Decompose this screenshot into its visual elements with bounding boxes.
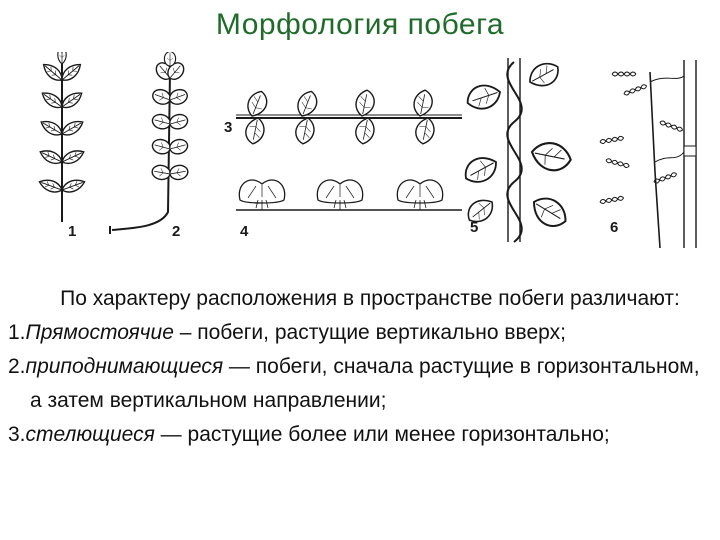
shoot-3-creeping: 3 (224, 87, 462, 147)
shoot-2-ascending: 2 (109, 51, 191, 240)
shoot-types-illustration: 1 2 (0, 44, 720, 252)
slide-title: Морфология побега (215, 8, 505, 41)
shoot-types-list: 1.Прямостоячие – побеги, растущие вертик… (8, 316, 712, 452)
item-separator: — (223, 355, 256, 378)
figure-label-6: 6 (610, 219, 618, 236)
item-number: 2. (8, 355, 26, 378)
figure-label-5: 5 (470, 219, 478, 236)
item-term: приподнимающиеся (25, 355, 224, 378)
item-number: 3. (8, 423, 26, 446)
shoot-5-twining: 5 (460, 58, 576, 243)
list-item: 1.Прямостоячие – побеги, растущие вертик… (8, 316, 712, 350)
shoot-types-drawing: 1 2 (36, 44, 697, 249)
item-term: Прямостоячие (25, 321, 174, 344)
figure-label-3: 3 (224, 119, 232, 136)
shoot-4-creeping-runner: 4 (236, 179, 462, 240)
item-term: стелющиеся (25, 423, 155, 446)
intro-text: По характеру расположения в пространстве… (60, 287, 680, 310)
shoot-classification-text: По характеру расположения в пространстве… (8, 282, 712, 452)
list-item: 3.стелющиеся — растущие более или менее … (8, 418, 712, 452)
item-separator: – (173, 321, 198, 344)
item-separator: — (154, 423, 188, 446)
figure-label-2: 2 (172, 223, 180, 240)
shoot-1-upright: 1 (36, 44, 88, 240)
figure-label-1: 1 (68, 223, 76, 240)
item-description: побеги, сначала растущие в горизонтально… (30, 355, 700, 412)
list-item: 2.приподнимающиеся — побеги, сначала рас… (8, 350, 712, 418)
item-description: растущие более или менее горизонтально; (187, 423, 610, 446)
figure-label-4: 4 (240, 223, 249, 240)
item-number: 1. (8, 321, 26, 344)
shoot-6-climbing: 6 (599, 60, 697, 249)
item-description: побеги, растущие вертикально вверх; (197, 321, 566, 344)
